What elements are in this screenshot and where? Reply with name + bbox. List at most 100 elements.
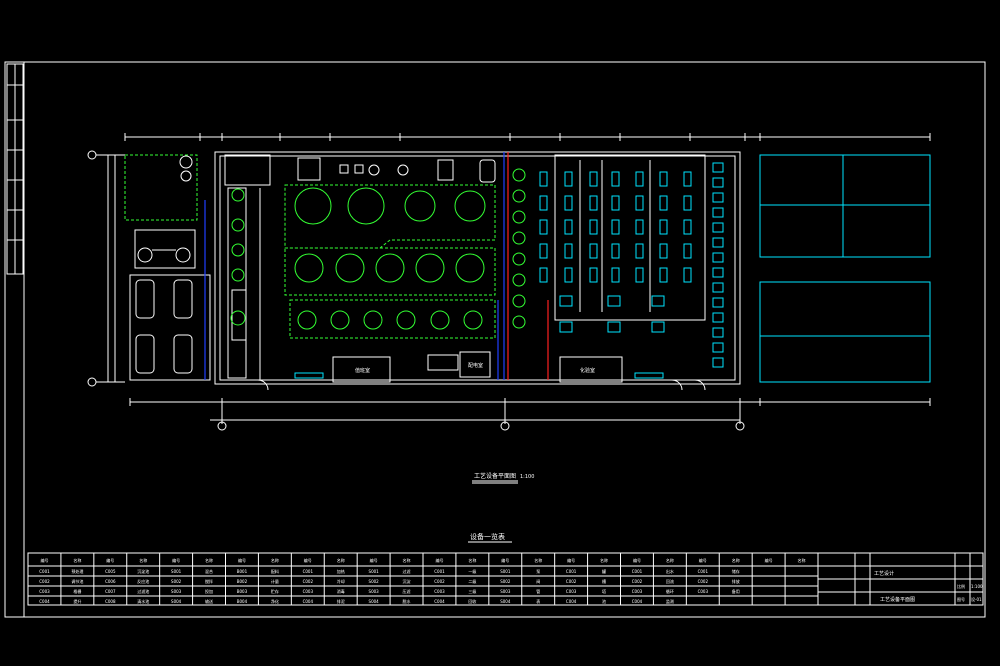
sheet-border — [4, 61, 986, 618]
table-cell: B004 — [237, 599, 248, 604]
table-cell: 出水 — [666, 568, 674, 574]
table-cell: S002 — [500, 579, 511, 584]
tanks-row-2 — [294, 253, 485, 283]
table-cell: 反应池 — [137, 578, 149, 584]
table-header-cell: 编号 — [172, 557, 180, 563]
table-cell: C004 — [39, 599, 50, 604]
table-cell: C003 — [434, 589, 445, 594]
table-cell: 提升 — [73, 598, 81, 604]
table-cell: 管 — [536, 588, 540, 594]
table-cell: S004 — [369, 599, 380, 604]
table-cell: S003 — [500, 589, 511, 594]
table-cell: C002 — [632, 579, 643, 584]
top-dimensions — [124, 133, 931, 141]
table-cell: C001 — [698, 569, 709, 574]
table-cell: 槽 — [602, 578, 606, 584]
table-cell: 一级 — [468, 568, 476, 574]
table-cell: C008 — [105, 599, 116, 604]
table-header-cell: 名称 — [468, 557, 476, 563]
table-cell: 排泥 — [337, 598, 345, 604]
cabinet-grid — [539, 154, 706, 333]
table-cell: 清水池 — [137, 598, 149, 604]
room-a-label: 值班室 — [355, 367, 370, 374]
table-header-cell: 名称 — [271, 557, 279, 563]
tb-scale: 1:100 — [971, 584, 983, 589]
room-c-label: 化验室 — [580, 367, 595, 374]
tank-area — [224, 154, 496, 339]
table-header-cell: 名称 — [798, 557, 806, 563]
table-cell: S002 — [369, 579, 380, 584]
table-header-cell: 编号 — [435, 557, 443, 563]
table-title: 设备一览表 — [470, 532, 505, 541]
table-cell: B001 — [237, 569, 248, 574]
table-cell: S001 — [171, 569, 182, 574]
table-cell: 沉淀 — [403, 578, 411, 584]
table-cell: C007 — [105, 589, 116, 594]
table-header-cell: 名称 — [666, 557, 674, 563]
table-header-cell: 编号 — [501, 557, 509, 563]
table-cell: S001 — [500, 569, 511, 574]
revision-strip — [6, 63, 24, 275]
tanks-row-3 — [297, 310, 483, 330]
table-cell: 塔 — [602, 588, 606, 594]
table-cell: 监测 — [666, 598, 674, 604]
table-cell: 配料 — [271, 568, 279, 574]
table-cell: B002 — [237, 579, 248, 584]
table-cell: S003 — [171, 589, 182, 594]
table-header-cell: 编号 — [633, 557, 641, 563]
table-cell: 压滤 — [403, 588, 411, 594]
table-cell: 过滤 — [403, 568, 411, 574]
right-blocks — [759, 154, 931, 383]
table-cell: C004 — [434, 599, 445, 604]
table-header-cell: 编号 — [699, 557, 707, 563]
table-cell: C002 — [39, 579, 50, 584]
left-column-tanks — [230, 188, 246, 326]
table-header-cell: 名称 — [534, 557, 542, 563]
table-header-cell: 编号 — [567, 557, 575, 563]
table-header-cell: 名称 — [732, 557, 740, 563]
table-cell: 泵 — [536, 569, 540, 574]
table-cell: B003 — [237, 589, 248, 594]
table-cell: S004 — [500, 599, 511, 604]
axis-bubbles — [87, 150, 745, 431]
table-cell: C002 — [698, 579, 709, 584]
table-cell: 三级 — [468, 588, 476, 594]
plan-title: 工艺设备平面图 — [474, 472, 516, 480]
table-cell: C003 — [632, 589, 643, 594]
table-header-cell: 编号 — [370, 557, 378, 563]
table-header-cell: 编号 — [238, 557, 246, 563]
table-cell: C003 — [566, 589, 577, 594]
table-cell: 循环 — [666, 588, 674, 594]
table-cell: 储存 — [732, 568, 740, 574]
table-cell: C002 — [434, 579, 445, 584]
table-cell: 净化 — [271, 598, 279, 604]
table-cell: C002 — [566, 579, 577, 584]
equipment-table-cells: 编号名称编号名称编号名称编号名称编号名称编号名称编号名称编号名称编号名称编号名称… — [39, 553, 806, 605]
table-header-cell: 名称 — [139, 557, 147, 563]
table-cell: 搅拌 — [205, 578, 213, 584]
table-cell: 沉淀池 — [137, 568, 149, 574]
table-cell: 表 — [536, 598, 540, 604]
main-building — [214, 151, 741, 391]
table-header-cell: 编号 — [765, 557, 773, 563]
table-cell: 过滤池 — [137, 588, 149, 594]
table-header-cell: 名称 — [205, 557, 213, 563]
table-cell: 脱水 — [403, 598, 411, 604]
table-cell: 预处理 — [71, 568, 83, 574]
table-cell: C004 — [632, 599, 643, 604]
table-cell: 阀 — [536, 578, 540, 584]
table-cell: S002 — [171, 579, 182, 584]
table-cell: C003 — [698, 589, 709, 594]
table-header-cell: 名称 — [600, 557, 608, 563]
table-cell: C001 — [303, 569, 314, 574]
bottom-dimensions — [129, 398, 931, 424]
table-cell: C003 — [39, 589, 50, 594]
table-cell: S003 — [369, 589, 380, 594]
table-cell: 排放 — [732, 578, 740, 584]
table-cell: 投加 — [205, 588, 213, 594]
bottom-rooms: 值班室 配电室 化验室 — [294, 351, 664, 383]
tb-drawing-name: 工艺设备平面图 — [880, 596, 915, 603]
plan-scale: 1:100 — [520, 474, 534, 480]
table-cell: 计量 — [271, 578, 279, 584]
